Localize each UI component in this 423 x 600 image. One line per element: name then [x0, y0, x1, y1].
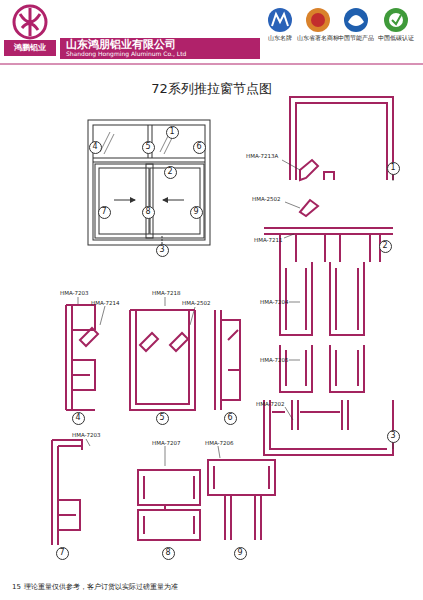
callout-number: 1 [166, 126, 179, 139]
part-code: HMA-7204 [260, 299, 289, 305]
part-code: HMA-7202 [256, 401, 285, 407]
callout-text: 9 [237, 549, 242, 557]
callout-text: 6 [196, 143, 201, 151]
callout-number: 3 [387, 430, 400, 443]
part-code: HMA-7213A [246, 153, 278, 159]
callout-text: 8 [165, 549, 170, 557]
callout-number: 4 [72, 412, 85, 425]
callout-text: 4 [92, 143, 97, 151]
callout-text: 2 [382, 242, 387, 250]
part-code: HMA-2502 [252, 196, 281, 202]
part-code: HMA-7218 [152, 290, 181, 296]
callout-number: 5 [156, 412, 169, 425]
callout-number: 2 [164, 166, 177, 179]
callout-text: 2 [167, 168, 172, 176]
callout-text: 6 [227, 414, 232, 422]
cert-label: 中国节能产品 [336, 35, 376, 41]
header-bar [60, 38, 260, 59]
callout-number: 8 [162, 547, 175, 560]
callout-text: 4 [75, 414, 80, 422]
part-code: HMA-7203 [60, 290, 89, 296]
page-number: 15 [12, 583, 21, 591]
callout-number: 5 [142, 141, 155, 154]
footer-note: 理论重量仅供参考，客户订货以实际过磅重量为准 [24, 583, 178, 591]
callout-text: 7 [59, 549, 64, 557]
section-4-6 [66, 305, 240, 410]
part-code: HMA-7207 [152, 440, 181, 446]
callout-number: 6 [193, 141, 206, 154]
logo [4, 4, 56, 56]
cert-label: 中国低碳认证 [376, 35, 416, 41]
callout-number: 9 [190, 206, 203, 219]
callout-text: 1 [169, 128, 174, 136]
callout-number: 1 [387, 162, 400, 175]
window-elevation [88, 120, 210, 245]
cert-icons [268, 8, 408, 32]
header-rule [0, 64, 423, 65]
callout-text: 3 [159, 246, 164, 254]
callout-number: 8 [142, 206, 155, 219]
part-code: HMA-2502 [182, 300, 211, 306]
part-code: HMA-7203 [72, 432, 101, 438]
company-name: 山东鸿朋铝业有限公司 [66, 39, 176, 52]
cert-label: 山东名牌 [260, 35, 300, 41]
leader-lines [78, 160, 393, 466]
page-title: 72系列推拉窗节点图 [0, 82, 423, 97]
callout-number: 9 [234, 547, 247, 560]
part-code: HMA-7214 [91, 300, 120, 306]
part-code: HMA-7211 [254, 237, 283, 243]
company-english: Shandong Hongming Aluminum Co., Ltd [66, 51, 186, 58]
callout-text: 1 [390, 164, 395, 172]
part-code: HMA-7206 [205, 440, 234, 446]
callout-text: 8 [145, 208, 150, 216]
section-7-9 [52, 440, 275, 545]
callout-number: 7 [98, 206, 111, 219]
part-code: HMA-7205 [260, 357, 289, 363]
callout-text: 5 [159, 414, 164, 422]
callout-number: 2 [379, 240, 392, 253]
callout-number: 4 [89, 141, 102, 154]
callout-text: 5 [145, 143, 150, 151]
callout-number: 6 [224, 412, 237, 425]
callout-text: 7 [101, 208, 106, 216]
callout-number: 3 [156, 244, 169, 257]
callout-text: 3 [390, 432, 395, 440]
logo-text: 鸿鹏铝业 [4, 43, 56, 52]
callout-number: 7 [56, 547, 69, 560]
cert-label: 山东省著名商标 [296, 35, 340, 41]
callout-text: 9 [193, 208, 198, 216]
